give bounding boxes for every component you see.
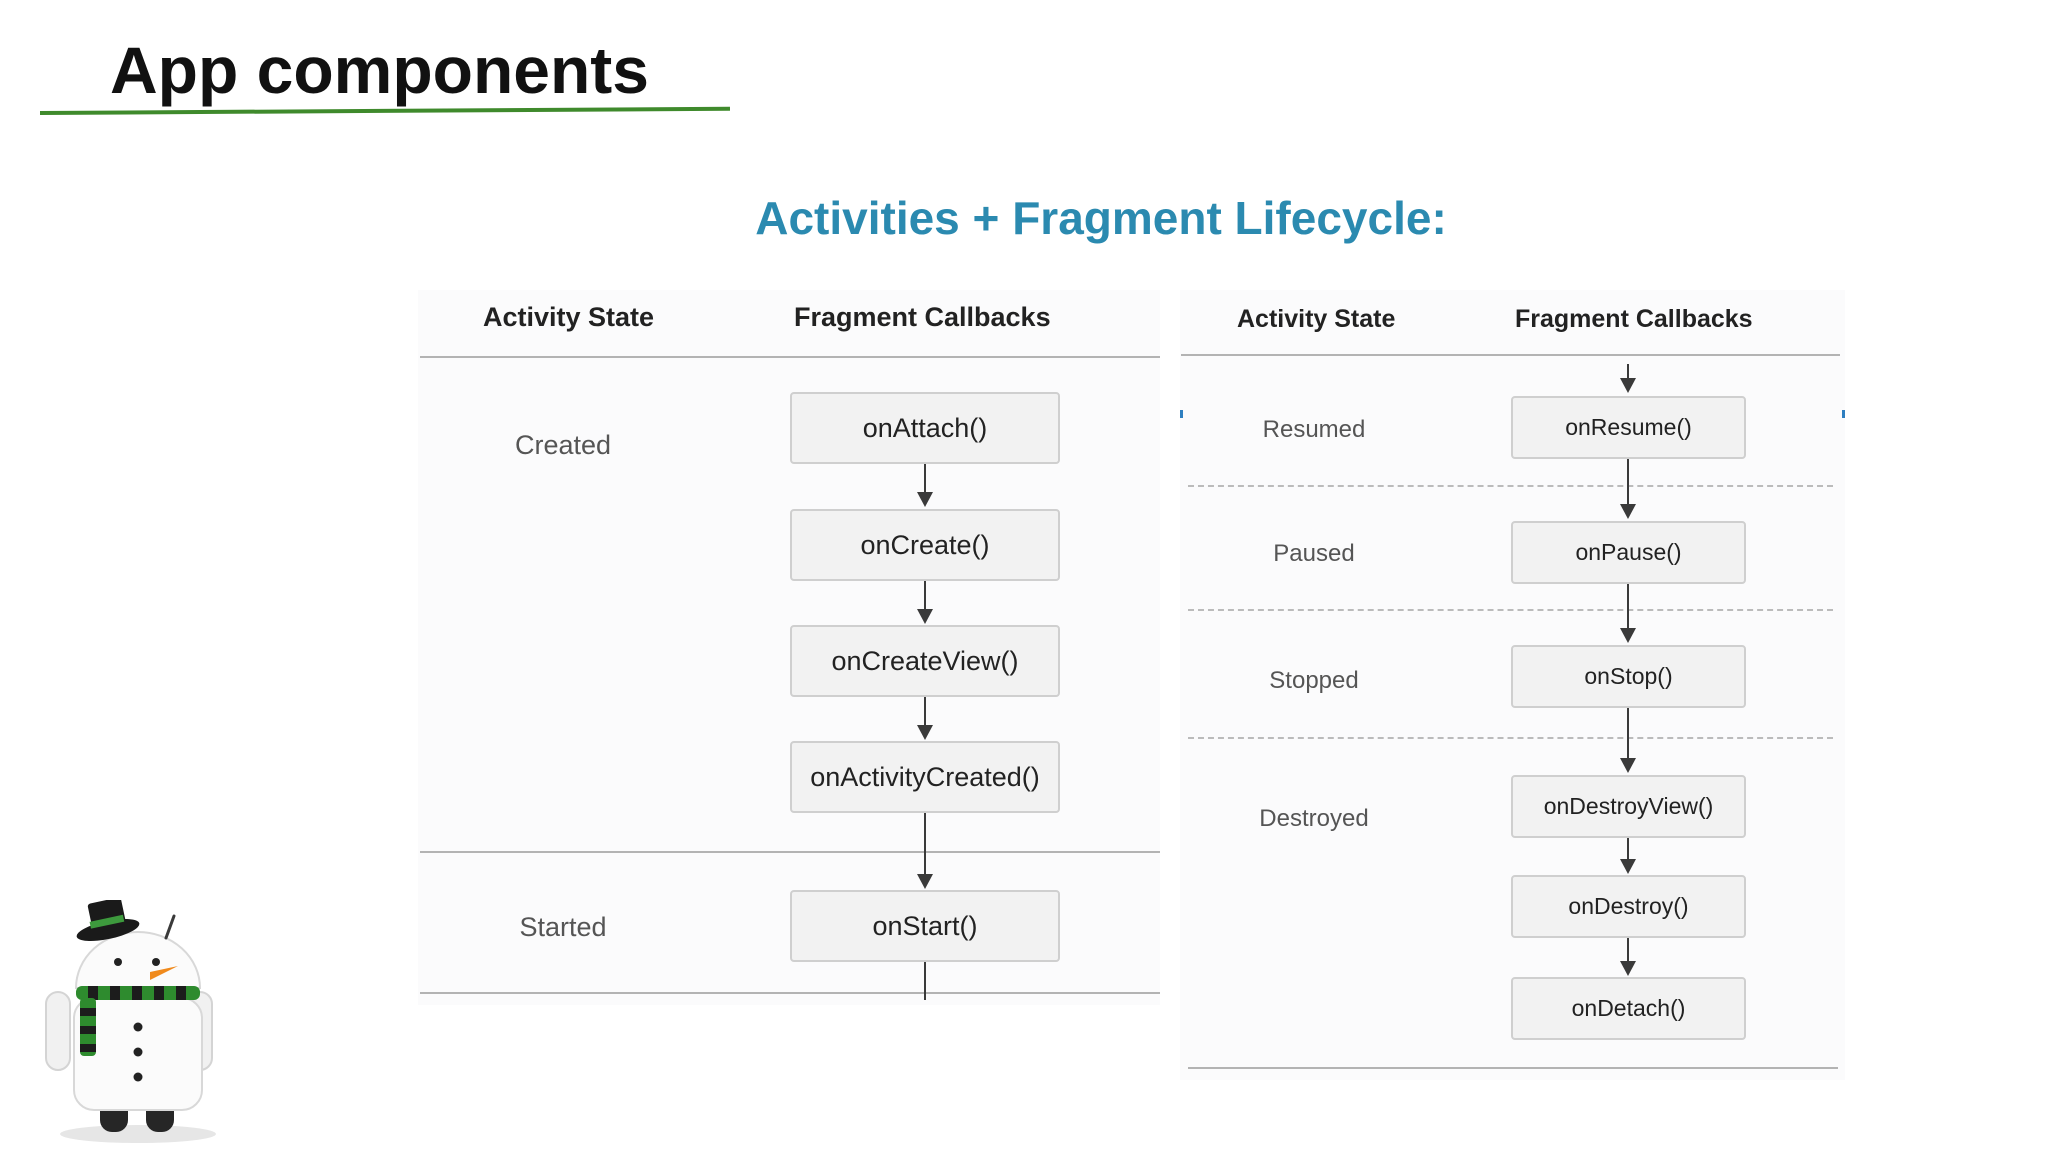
state-started: Started [519,912,607,942]
callback-on-create-view: onCreateView() [790,625,1060,697]
callback-on-attach: onAttach() [790,392,1060,464]
state-resumed: Resumed [1262,416,1366,443]
fragment-callbacks-header: Fragment Callbacks [1515,305,1753,333]
callback-on-stop: onStop() [1511,645,1746,708]
arrow-down-icon [917,725,933,740]
callback-on-create: onCreate() [790,509,1060,581]
header-divider [1181,354,1840,356]
header-divider [420,356,1160,358]
callback-on-resume: onResume() [1511,396,1746,459]
android-snowman-icon [45,900,216,1143]
arrow-down-icon [1620,961,1636,976]
arrow-down-icon [917,492,933,507]
edge-marker [1842,410,1845,418]
arrow-down-icon [917,609,933,624]
arrow-down-icon [1620,859,1636,874]
activity-state-header: Activity State [483,302,655,332]
fragment-callbacks-header: Fragment Callbacks [794,302,1051,332]
callback-on-destroy-view: onDestroyView() [1511,775,1746,838]
flow-line [1627,584,1629,629]
state-separator [1188,737,1833,739]
state-paused: Paused [1273,540,1355,567]
flow-line [924,581,926,609]
slide-title: App components [110,33,649,107]
arrow-down-icon [917,874,933,889]
state-separator [1188,609,1833,611]
lifecycle-diagram-right: Activity State Fragment Callbacks Resume… [1180,290,1845,1080]
flow-line [1627,364,1629,380]
lifecycle-diagram-left: Activity State Fragment Callbacks Create… [418,290,1160,1005]
bottom-divider [1188,1067,1838,1069]
activity-state-header: Activity State [1237,305,1396,333]
callback-on-pause: onPause() [1511,521,1746,584]
callback-on-destroy: onDestroy() [1511,875,1746,938]
state-divider [420,851,1160,853]
flow-line [924,962,926,1000]
callback-on-start: onStart() [790,890,1060,962]
callback-on-detach: onDetach() [1511,977,1746,1040]
arrow-down-icon [1620,628,1636,643]
callback-on-activity-created: onActivityCreated() [790,741,1060,813]
flow-line [924,813,926,874]
flow-line [1627,708,1629,759]
flow-line [1627,838,1629,860]
flow-line [1627,938,1629,962]
arrow-down-icon [1620,758,1636,773]
state-stopped: Stopped [1269,667,1359,694]
state-destroyed: Destroyed [1259,805,1369,832]
arrow-down-icon [1620,378,1636,393]
flow-line [924,464,926,492]
flow-line [924,697,926,725]
arrow-down-icon [1620,504,1636,519]
flow-line [1627,459,1629,505]
state-created: Created [514,430,612,460]
edge-marker [1180,410,1183,418]
state-separator [1188,485,1833,487]
bottom-divider [420,992,1160,994]
diagram-title: Activities + Fragment Lifecycle: [755,192,1447,244]
